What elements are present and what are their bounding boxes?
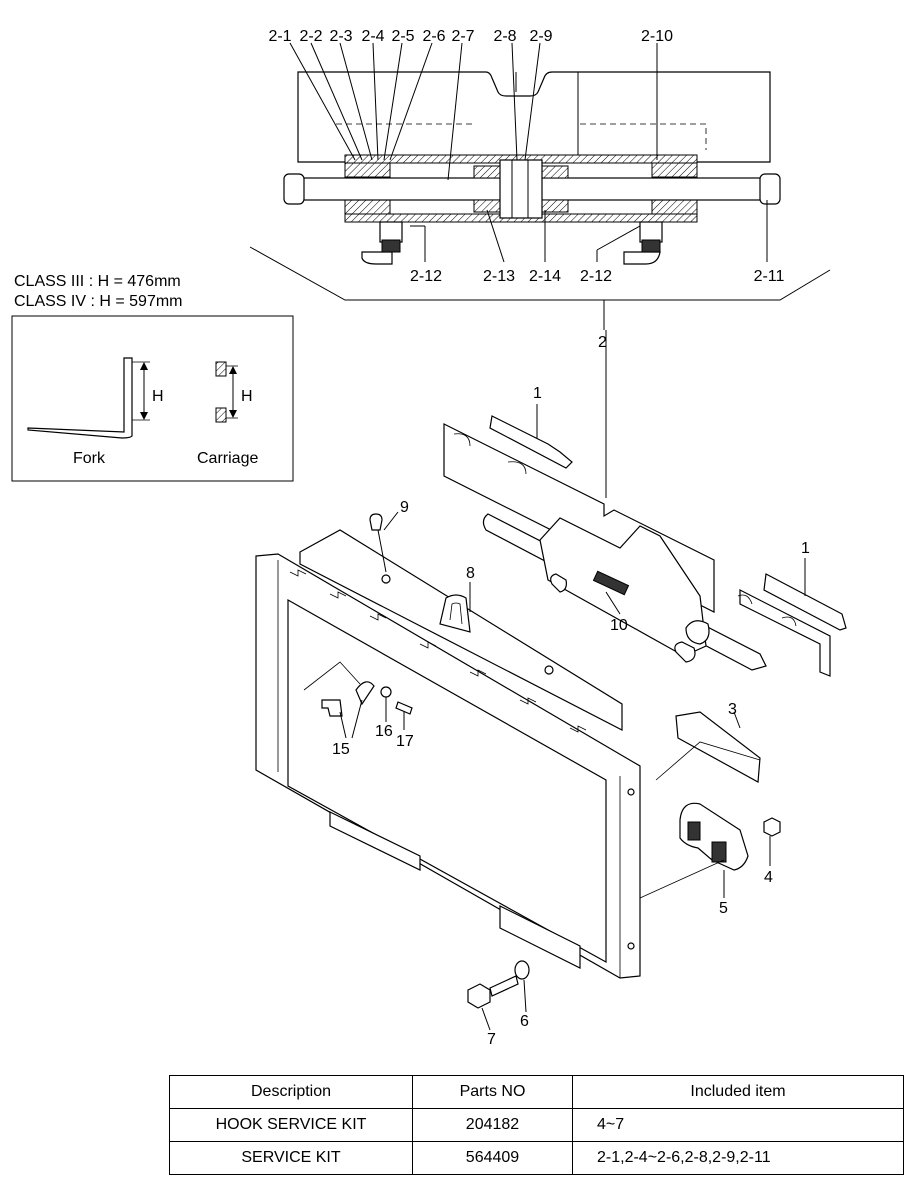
callout-top: 2-2 <box>299 28 322 45</box>
callout-17: 17 <box>396 733 414 750</box>
callout-6: 6 <box>520 1013 529 1030</box>
hook-plate-right <box>737 558 847 677</box>
callout-bottom: 2-12 <box>580 268 612 285</box>
callout-1b: 1 <box>801 540 810 557</box>
callout-1a: 1 <box>533 385 542 402</box>
header-description: Description <box>169 1075 413 1109</box>
callout-4: 4 <box>764 869 773 886</box>
callout-top: 2-9 <box>529 28 552 45</box>
callout-8: 8 <box>466 565 475 582</box>
cylinder-assembly <box>482 330 767 671</box>
callout-15: 15 <box>332 741 350 758</box>
inset-h-label-carriage: H <box>241 388 253 405</box>
callout-top: 2-5 <box>391 28 414 45</box>
class-note-iii: CLASS III : H = 476mm <box>14 273 181 290</box>
callout-top: 2-10 <box>641 28 673 45</box>
cell-parts-no: 564409 <box>412 1141 573 1175</box>
header-included-item: Included item <box>572 1075 904 1109</box>
callout-16: 16 <box>375 723 393 740</box>
callout-5: 5 <box>719 900 728 917</box>
cell-included-item: 2-1,2-4~2-6,2-8,2-9,2-11 <box>572 1141 904 1175</box>
table-row: SERVICE KIT 564409 2-1,2-4~2-6,2-8,2-9,2… <box>169 1141 904 1175</box>
class-note-iv: CLASS IV : H = 597mm <box>14 293 183 310</box>
callouts-top: 2-1 2-2 2-3 2-4 2-5 2-6 2-7 2-8 2-9 2-10 <box>268 28 673 45</box>
header-parts-no: Parts NO <box>412 1075 573 1109</box>
cell-description: SERVICE KIT <box>169 1141 413 1175</box>
callout-2: 2 <box>598 334 607 351</box>
callout-top: 2-6 <box>422 28 445 45</box>
inset-fork-label: Fork <box>73 450 106 467</box>
cell-parts-no: 204182 <box>412 1108 573 1142</box>
inset-box <box>11 315 294 482</box>
cell-description: HOOK SERVICE KIT <box>169 1108 413 1142</box>
callout-top: 2-3 <box>329 28 352 45</box>
callout-top: 2-7 <box>451 28 474 45</box>
callout-10: 10 <box>610 617 628 634</box>
callout-bottom: 2-11 <box>754 268 785 285</box>
inset-h-label-fork: H <box>152 388 164 405</box>
callout-bottom: 2-14 <box>529 268 561 285</box>
misc-small-parts <box>303 511 781 1031</box>
callout-9: 9 <box>400 499 409 516</box>
callout-7: 7 <box>487 1031 496 1048</box>
table-row: HOOK SERVICE KIT 204182 4~7 <box>169 1108 904 1142</box>
callout-bottom: 2-13 <box>483 268 515 285</box>
callout-3: 3 <box>728 701 737 718</box>
class-height-notes: CLASS III : H = 476mm CLASS IV : H = 597… <box>14 272 183 312</box>
callout-top: 2-8 <box>493 28 516 45</box>
inset-carriage-label: Carriage <box>197 450 258 467</box>
callout-top: 2-1 <box>268 28 291 45</box>
table-header-row: Description Parts NO Included item <box>169 1075 904 1109</box>
callout-top: 2-4 <box>361 28 384 45</box>
callouts-main: 1 1 2 3 4 5 6 7 8 9 10 15 16 17 <box>332 334 810 1048</box>
cross-section-detail <box>249 42 831 330</box>
service-kit-table: Description Parts NO Included item HOOK … <box>169 1075 904 1175</box>
callout-bottom: 2-12 <box>410 268 442 285</box>
callouts-bottom: 2-12 2-13 2-14 2-12 2-11 <box>410 268 785 285</box>
cell-included-item: 4~7 <box>572 1108 904 1142</box>
